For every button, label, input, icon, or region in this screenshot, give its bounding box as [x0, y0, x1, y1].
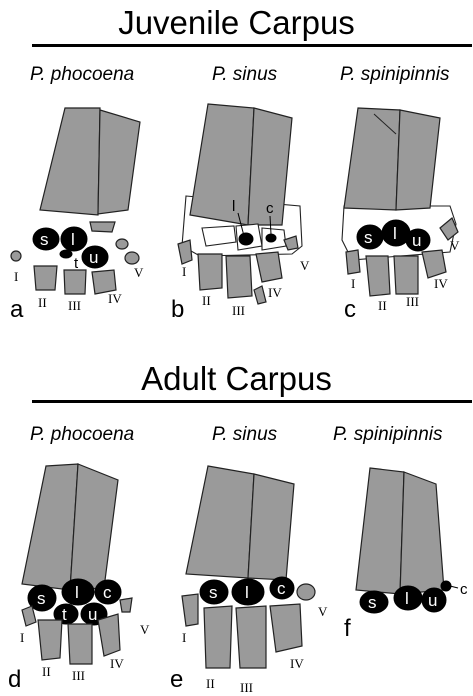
- digit-label-III-e: III: [240, 680, 253, 695]
- panel-e: s l c I II III IV V: [182, 466, 328, 695]
- carpal-label-l-f: l: [405, 589, 409, 608]
- metacarpal-2-a: [34, 266, 57, 290]
- carpal-label-s-c: s: [364, 228, 373, 247]
- panel-a: s l u t I II III IV V: [11, 108, 144, 313]
- digit-label-III-c: III: [406, 294, 419, 309]
- digit-5-a: [125, 252, 139, 264]
- metacarpal-2-d: [38, 620, 62, 660]
- digit-1-e: [182, 594, 198, 626]
- carpal-cuneiform-f: [441, 581, 451, 591]
- metacarpal-4-c: [422, 250, 446, 278]
- carpal-label-s-a: s: [40, 230, 49, 249]
- radius-a: [40, 108, 100, 215]
- carpal-label-l-d: l: [75, 583, 79, 602]
- metacarpal-3-d: [68, 624, 92, 664]
- carpal-label-l-b: l: [232, 198, 235, 215]
- metacarpal-2-e: [204, 606, 232, 668]
- carpal-label-u-c: u: [412, 231, 421, 250]
- carpal-label-l-e: l: [245, 583, 249, 602]
- digit-label-IV-d: IV: [110, 656, 124, 671]
- digit-label-II-a: II: [38, 295, 47, 310]
- metacarpal-3-b: [226, 256, 252, 298]
- digit-label-V-b: V: [300, 258, 310, 273]
- digit-1-c: [346, 250, 360, 274]
- metacarpal-3-c: [394, 256, 418, 294]
- panel-c: s l u I II III IV V: [342, 108, 460, 313]
- radius-f: [356, 468, 404, 594]
- digit-label-V-c: V: [450, 238, 460, 253]
- ulna-e: [248, 474, 294, 580]
- carpal-label-s-d: s: [37, 589, 46, 608]
- metacarpal-5-d: [120, 598, 132, 612]
- digit-label-V-e: V: [318, 604, 328, 619]
- digit-label-I-c: I: [351, 276, 355, 291]
- metacarpal-2-c: [366, 256, 390, 296]
- metacarpal-4-b: [256, 252, 282, 282]
- ossification-lunate-b: [239, 233, 253, 245]
- digit-label-IV-c: IV: [434, 276, 448, 291]
- metacarpal-4-e: [270, 604, 302, 652]
- digit-label-II-d: II: [42, 664, 51, 679]
- digit-label-IV-b: IV: [268, 285, 282, 300]
- radius-b: [190, 104, 254, 225]
- digit-label-IV-a: IV: [108, 291, 122, 306]
- digit-label-V-a: V: [134, 265, 144, 280]
- digit-label-IV-e: IV: [290, 656, 304, 671]
- digit-label-III-d: III: [72, 668, 85, 683]
- radius-d: [22, 464, 78, 590]
- digit-label-III-a: III: [68, 298, 81, 313]
- carpal-label-c-e: c: [277, 579, 286, 598]
- digit-label-III-b: III: [232, 303, 245, 318]
- panel-b: l c I II III IV V: [178, 104, 310, 318]
- digit-label-II-e: II: [206, 676, 215, 691]
- digit-label-I-a: I: [14, 269, 18, 284]
- ossification-c-b: [266, 234, 276, 242]
- ulna-c: [396, 110, 440, 210]
- carpal-label-s-f: s: [368, 593, 377, 612]
- carpal-label-t-d: t: [62, 605, 67, 624]
- digit-label-V-d: V: [140, 622, 150, 637]
- carpal-label-l-a: l: [71, 230, 75, 249]
- carpal-scaphoid-b: [202, 226, 236, 246]
- carpal-label-l-c: l: [393, 224, 397, 243]
- metacarpal-4-d: [98, 614, 120, 656]
- digit-1-a: [11, 251, 21, 261]
- carpal-trapezoid-a: [60, 250, 72, 258]
- ulna-d: [70, 464, 118, 590]
- digit-label-I-e: I: [182, 630, 186, 645]
- digit-label-II-c: II: [378, 298, 387, 313]
- pisiform-a: [90, 222, 115, 232]
- radius-c: [344, 108, 400, 210]
- digit-label-II-b: II: [202, 293, 211, 308]
- digit-label-I-d: I: [20, 630, 24, 645]
- carpal-grey-a: [116, 239, 128, 249]
- metacarpal-5-b: [254, 286, 266, 304]
- carpal-label-c-f: c: [460, 581, 468, 598]
- metacarpal-3-a: [64, 270, 86, 294]
- panel-f: s l u c: [356, 468, 468, 613]
- metacarpal-3-e: [236, 606, 266, 668]
- carpal-label-u-f: u: [428, 591, 437, 610]
- carpal-label-s-e: s: [209, 583, 218, 602]
- carpal-label-c-d: c: [103, 583, 112, 602]
- radius-e: [186, 466, 254, 578]
- panel-d: s l c t u I II III IV V: [20, 464, 150, 683]
- digit-label-I-b: I: [182, 264, 186, 279]
- digit-1-b: [178, 240, 192, 264]
- metacarpal-2-b: [198, 254, 222, 290]
- carpal-label-c-b: c: [266, 200, 274, 217]
- carpal-label-u-d: u: [88, 605, 97, 624]
- ulna-f: [400, 472, 444, 594]
- carpal-grey-e: [297, 584, 315, 600]
- ulna-a: [98, 110, 140, 214]
- carpal-label-u-a: u: [89, 248, 98, 267]
